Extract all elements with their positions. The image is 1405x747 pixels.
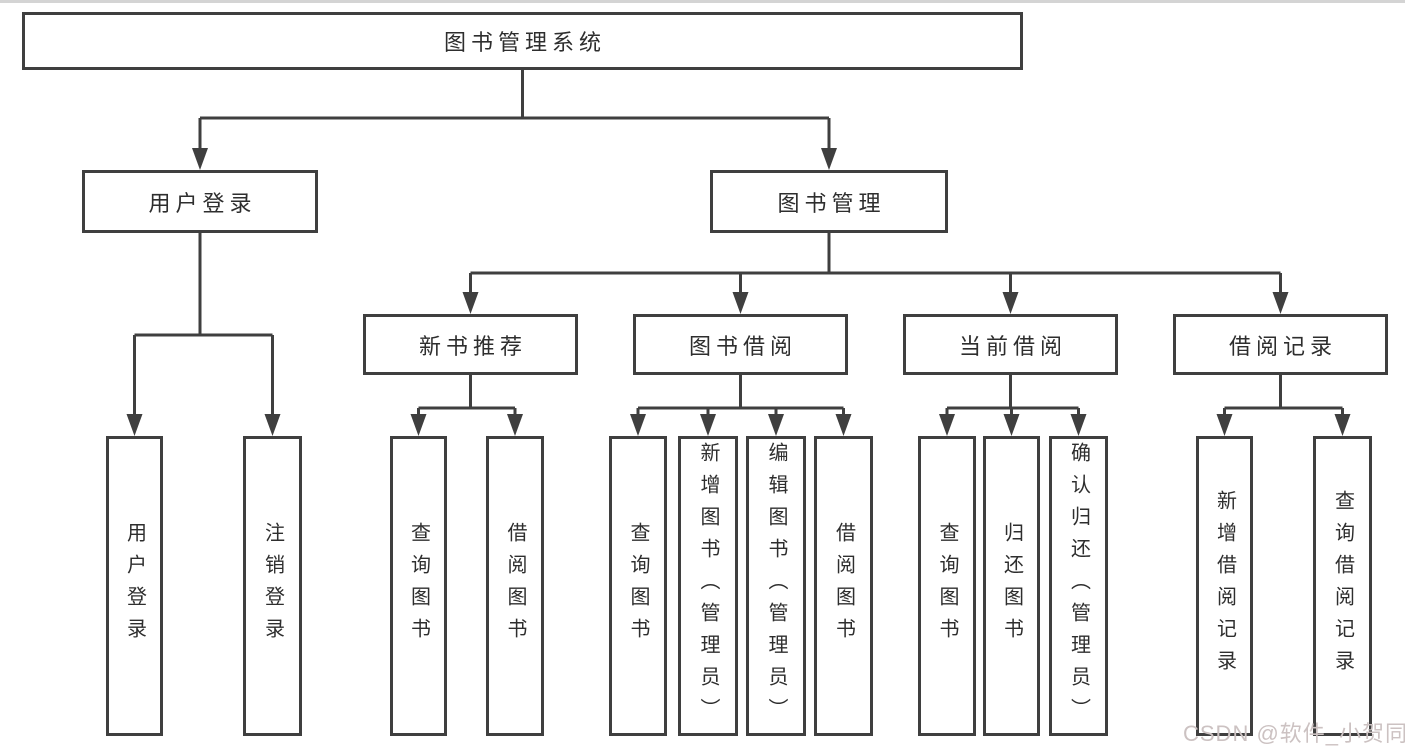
- leaf-logout: 注销登录: [243, 436, 302, 736]
- node-new-book-recommend: 新书推荐: [363, 314, 578, 375]
- leaf-add-borrow-record: 新增借阅记录: [1196, 436, 1253, 736]
- leaf-user-login: 用户登录: [106, 436, 163, 736]
- page-divider: [0, 0, 1405, 3]
- leaf-edit-books-admin: 编辑图书（管理员）: [746, 436, 806, 736]
- leaf-query-borrow-record: 查询借阅记录: [1313, 436, 1372, 736]
- csdn-watermark: CSDN @软件_小贺同学: [1183, 721, 1405, 746]
- leaf-borrow-books-recommend: 借阅图书: [486, 436, 544, 736]
- node-user-login: 用户登录: [82, 170, 318, 233]
- node-book-borrow: 图书借阅: [633, 314, 848, 375]
- leaf-add-books-admin: 新增图书（管理员）: [678, 436, 738, 736]
- leaf-confirm-return-admin: 确认归还（管理员）: [1049, 436, 1108, 736]
- node-borrow-records: 借阅记录: [1173, 314, 1388, 375]
- node-book-management: 图书管理: [710, 170, 948, 233]
- leaf-query-books-borrow: 查询图书: [609, 436, 667, 736]
- leaf-borrow-books: 借阅图书: [814, 436, 873, 736]
- leaf-query-books-recommend: 查询图书: [390, 436, 447, 736]
- node-current-borrow: 当前借阅: [903, 314, 1118, 375]
- node-library-management-system: 图书管理系统: [22, 12, 1023, 70]
- leaf-return-books: 归还图书: [983, 436, 1040, 736]
- leaf-query-books-current: 查询图书: [918, 436, 976, 736]
